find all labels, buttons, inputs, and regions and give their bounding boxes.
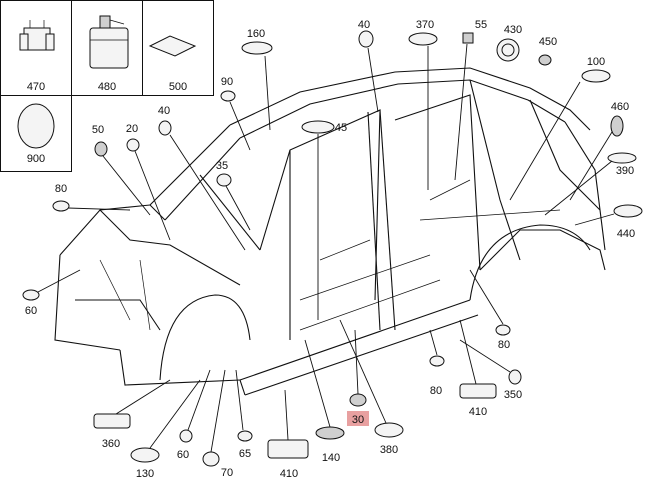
plug-370-icon (408, 32, 438, 46)
callout-80-front: 80 (55, 183, 67, 195)
callout-90: 90 (221, 76, 233, 88)
callout-390: 390 (616, 165, 634, 177)
plug-35-icon (216, 173, 232, 187)
plug-45-icon (301, 120, 335, 134)
callout-80-rear: 80 (498, 339, 510, 351)
callout-55: 55 (475, 19, 487, 31)
plug-90-icon (220, 90, 236, 102)
legend-label-470: 470 (27, 81, 45, 93)
plug-60a-icon (22, 289, 40, 301)
callout-70: 70 (221, 467, 233, 479)
callout-430: 430 (504, 24, 522, 36)
plug-40b-icon (158, 120, 172, 136)
legend-label-480: 480 (98, 81, 116, 93)
callout-65: 65 (239, 448, 251, 460)
callout-40-left: 40 (158, 105, 170, 117)
callout-360: 360 (102, 438, 120, 450)
callout-450: 450 (539, 36, 557, 48)
bolt-55-icon (462, 32, 474, 44)
legend-part-470-icon (19, 20, 55, 51)
legend-grid: 470 480 500 900 (0, 0, 214, 172)
plug-80b-icon (495, 324, 511, 336)
plug-30-icon (349, 393, 367, 407)
callout-370: 370 (416, 19, 434, 31)
callout-30-highlighted: 30 (352, 414, 364, 426)
callout-460: 460 (611, 101, 629, 113)
callout-160: 160 (247, 28, 265, 40)
plug-50-icon (94, 141, 108, 157)
plug-80a-icon (52, 200, 70, 212)
plug-160-icon (241, 41, 273, 55)
callout-60-bottom: 60 (177, 449, 189, 461)
clip-450-icon (538, 54, 552, 66)
callout-50: 50 (92, 124, 104, 136)
legend-part-900-icon (17, 103, 55, 149)
plug-40-icon (358, 30, 374, 48)
highlight-box-30 (347, 411, 369, 426)
pad-410b-icon (267, 439, 309, 459)
callout-60-front: 60 (25, 305, 37, 317)
callout-20: 20 (126, 123, 138, 135)
callout-410-bottom: 410 (280, 468, 298, 480)
ring-430-icon (496, 38, 520, 62)
plug-20-icon (126, 138, 140, 152)
legend-label-900: 900 (27, 153, 45, 165)
callout-410-rear: 410 (469, 406, 487, 418)
callout-labels: 160 40 370 55 430 450 100 90 40 45 460 5… (25, 19, 635, 480)
plug-350-icon (508, 369, 522, 385)
legend-label-500: 500 (169, 81, 187, 93)
plug-460-icon (610, 115, 624, 137)
pad-140-icon (315, 426, 345, 440)
plug-390-icon (607, 152, 637, 164)
pad-360-icon (93, 413, 131, 429)
callout-140: 140 (322, 452, 340, 464)
plug-380-icon (374, 422, 404, 438)
leader-lines (37, 43, 615, 453)
callout-440: 440 (617, 228, 635, 240)
plug-65-icon (237, 430, 253, 442)
plug-80c-icon (429, 355, 445, 367)
part-icons (22, 30, 643, 467)
pad-410a-icon (459, 383, 497, 399)
callout-350: 350 (504, 389, 522, 401)
callout-40-top: 40 (358, 19, 370, 31)
plug-440-icon (613, 204, 643, 218)
plug-100-icon (581, 69, 611, 83)
callout-100: 100 (587, 56, 605, 68)
legend-part-500-icon (148, 35, 197, 57)
callout-45: 45 (335, 122, 347, 134)
plug-130-icon (130, 447, 160, 463)
plug-70-icon (202, 451, 220, 467)
callout-380: 380 (380, 444, 398, 456)
plug-60b-icon (179, 429, 193, 443)
car-body-frame (54, 67, 606, 396)
legend-part-480-icon (89, 15, 129, 69)
callout-130: 130 (136, 468, 154, 480)
callout-80-sill: 80 (430, 385, 442, 397)
callout-35: 35 (216, 160, 228, 172)
